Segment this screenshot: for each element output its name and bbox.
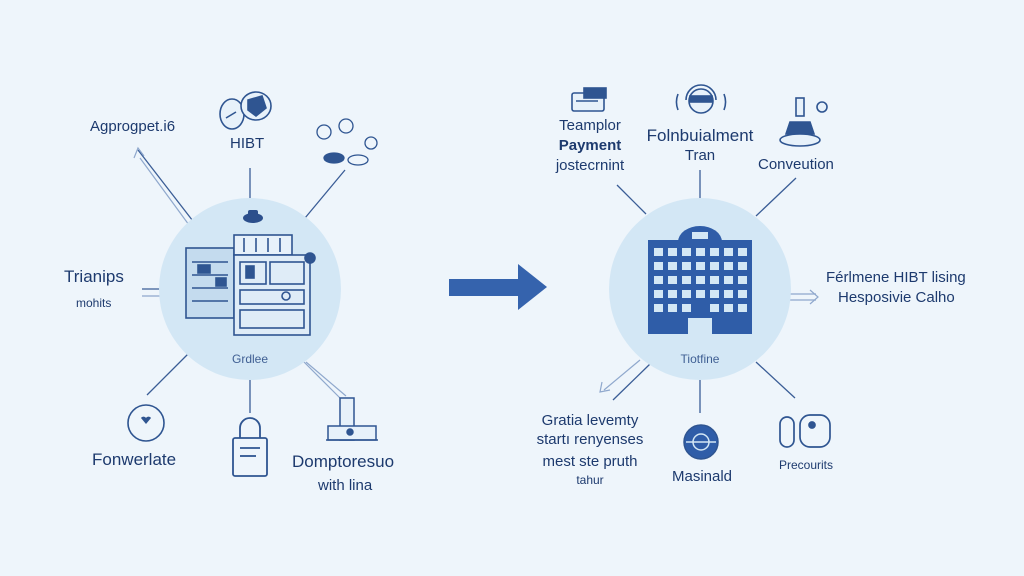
right-faint-connectors: [599, 289, 819, 393]
building-window: [654, 248, 663, 256]
node-label-top-right: Conveution: [758, 156, 834, 173]
node-label-top-left-line1: Teamplor: [559, 117, 621, 134]
building-window: [682, 262, 691, 270]
building-window: [682, 304, 691, 312]
building-icon: [648, 226, 752, 334]
node-label-left-title: Trianips: [64, 267, 124, 286]
building-window: [738, 276, 747, 284]
node-label-bottom-left-line4: tahur: [576, 473, 604, 487]
building-window: [682, 276, 691, 284]
node-label-bottom-left: Fonwerlate: [92, 450, 177, 469]
right-connectors: [612, 170, 797, 413]
lock-icon: [232, 417, 268, 477]
building-window: [696, 290, 705, 298]
building-window: [682, 290, 691, 298]
node-label-bottom-left-line1: Gratia levemty: [541, 412, 639, 429]
building-window: [668, 248, 677, 256]
map-icon: [219, 91, 272, 130]
building-window: [738, 248, 747, 256]
building-window: [682, 248, 691, 256]
node-label-bottom-right: Precourits: [778, 458, 834, 472]
building-window: [724, 304, 733, 312]
building-window: [710, 304, 719, 312]
building-window: [710, 276, 719, 284]
building-window: [654, 276, 663, 284]
card-icon: [571, 87, 607, 112]
building-window: [724, 248, 733, 256]
node-label-top-left: Agprogpet.i6: [90, 118, 176, 135]
globe-icon: [683, 424, 719, 460]
node-label-bottom: Masinald: [671, 468, 733, 485]
building-window: [710, 262, 719, 270]
node-label-bottom-right-title: Domptoresuo: [292, 452, 395, 471]
lamp-icon: [779, 97, 828, 147]
left-connectors: [137, 149, 346, 413]
building-window: [654, 304, 663, 312]
hands-icon: [779, 414, 831, 448]
right-hub-caption: Tiotfine: [680, 352, 720, 366]
node-label-bottom-left-line2: startı renyenses: [536, 431, 644, 448]
node-label-right-line2: Hesposivie Calho: [838, 289, 955, 306]
building-window: [668, 276, 677, 284]
node-label-right-line1: Férlmene HIBT lising: [826, 269, 966, 286]
building-window: [668, 304, 677, 312]
left-hub-caption: Grdlee: [231, 352, 269, 366]
building-window: [724, 276, 733, 284]
people-icon: [316, 118, 378, 166]
building-window: [668, 290, 677, 298]
building-window: [696, 262, 705, 270]
left-hub-dashboard: [185, 234, 316, 336]
building-window: [654, 290, 663, 298]
node-label-bottom-left-line3: mest ste pruth: [542, 453, 638, 470]
building-window: [738, 290, 747, 298]
building-window: [696, 248, 705, 256]
building-window: [710, 290, 719, 298]
building-window: [696, 276, 705, 284]
building-window: [654, 262, 663, 270]
node-label-top-left-line2: Payment: [558, 137, 622, 154]
headset-icon: [675, 84, 727, 114]
transition-arrow: [449, 264, 547, 310]
node-label-top-right-hub-line1: Folnbuialment: [646, 126, 754, 145]
building-window: [738, 262, 747, 270]
server-icon: [243, 210, 263, 223]
building-window: [668, 262, 677, 270]
node-label-top: HIBT: [230, 135, 265, 152]
left-faint-connectors: [133, 146, 347, 401]
node-label-left-subtitle: mohits: [76, 296, 112, 310]
building-window: [710, 248, 719, 256]
building-window: [738, 304, 747, 312]
desk-icon: [326, 397, 378, 441]
node-label-top-left-line3: jostecrnint: [555, 157, 625, 174]
node-label-top-right-hub-line2: Tran: [684, 147, 716, 164]
building-window: [724, 290, 733, 298]
heart-icon: [127, 404, 165, 442]
building-window: [724, 262, 733, 270]
node-label-bottom-right-subtitle: with lina: [318, 477, 373, 494]
